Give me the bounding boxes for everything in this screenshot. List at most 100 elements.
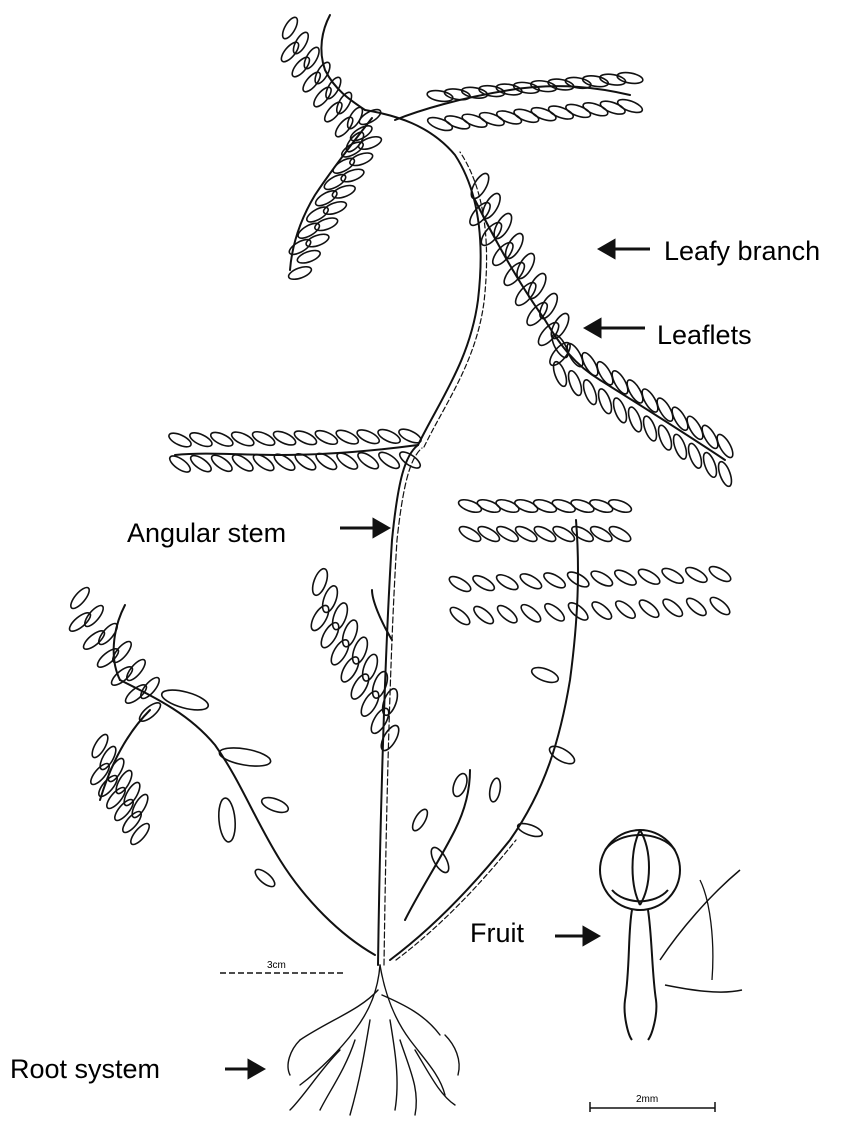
leaflet [707, 564, 733, 585]
leaflet [471, 604, 496, 627]
leaflet [397, 426, 423, 445]
leaflet [410, 807, 431, 833]
leaflet [683, 565, 709, 586]
leaflet [289, 55, 312, 80]
leaflet [330, 601, 351, 631]
leaflet [82, 603, 106, 629]
leaflet [589, 568, 615, 589]
leaflet [525, 271, 549, 301]
leaflet [280, 15, 301, 41]
leaflet [660, 596, 685, 619]
fruit-drawing [600, 830, 742, 1040]
leaflet [468, 171, 492, 201]
fruit-scale-label: 2mm [636, 1094, 658, 1105]
leaflet [708, 594, 733, 617]
leaflet [357, 134, 383, 152]
leaflet [551, 360, 569, 388]
leaflet [305, 232, 331, 250]
leaflet [335, 450, 360, 472]
main-stem [378, 445, 418, 965]
leaflet [188, 430, 214, 449]
leaflet [218, 745, 272, 770]
leaflet [599, 72, 626, 86]
leaflet [582, 74, 609, 88]
leaflet [444, 87, 471, 101]
leaflet [376, 449, 401, 471]
leaflet [502, 231, 526, 261]
leaflet [313, 428, 339, 447]
leaflet [89, 732, 111, 760]
roots [288, 965, 459, 1115]
leaflet [626, 406, 644, 434]
leaflet [128, 821, 152, 847]
leaflet [566, 369, 584, 397]
leaflet [566, 600, 591, 623]
leaflet [494, 572, 520, 593]
leaflet [138, 675, 162, 701]
leaflet [686, 442, 704, 470]
leaflet [340, 618, 361, 648]
leaflet [253, 866, 278, 889]
leaflet [426, 89, 453, 103]
leaflet [684, 595, 709, 618]
leaflet [167, 453, 192, 475]
leaflet [368, 706, 392, 736]
leaflet [716, 460, 734, 488]
leaflet [348, 671, 372, 701]
leaflet [318, 620, 342, 650]
leaflet [488, 777, 502, 802]
leaflets-cluster [67, 15, 736, 889]
leaflet [518, 571, 544, 592]
leaflet [542, 601, 567, 624]
leaflet [137, 700, 163, 724]
leaflet [589, 599, 614, 622]
upper-stem [365, 110, 481, 445]
leaflet [471, 573, 497, 594]
leaflet [370, 670, 391, 700]
leaflet [478, 219, 505, 248]
leaflet [278, 40, 301, 65]
leaflet [536, 291, 560, 321]
leaflet [378, 723, 402, 753]
leaflet [296, 248, 322, 266]
leaflet [334, 427, 360, 446]
leaflet [338, 654, 362, 684]
leaflet [217, 797, 237, 842]
leaflet [350, 635, 371, 665]
leaflet [547, 77, 574, 91]
leaflet [209, 430, 235, 449]
leaflet [636, 566, 662, 587]
leaflet [616, 97, 644, 115]
leaflet [96, 621, 120, 647]
leaflet [565, 76, 592, 90]
leaflet [333, 115, 356, 140]
leaflet [355, 427, 381, 446]
leaflet [300, 70, 323, 95]
leaflet [167, 430, 193, 449]
leaflet [519, 602, 544, 625]
leaflet [491, 211, 515, 241]
leaflet [611, 396, 629, 424]
leaflet [613, 598, 638, 621]
leaflet [322, 100, 345, 125]
leaflet [340, 167, 366, 185]
leaflet [272, 429, 298, 448]
leaflet [660, 565, 686, 586]
leaflet [311, 85, 334, 110]
leaflet [671, 433, 689, 461]
leaflet [547, 743, 577, 767]
leaflet [358, 689, 382, 719]
leaflet [322, 199, 348, 217]
leaflet [495, 603, 520, 626]
leaflet [292, 428, 318, 447]
leaflet [313, 215, 339, 233]
left-branch [120, 680, 375, 955]
leaflet [376, 427, 402, 446]
leaflet [188, 453, 213, 475]
leaflet [360, 653, 381, 683]
leaflet [355, 450, 380, 472]
leaflet [641, 415, 659, 443]
leaflet [542, 570, 568, 591]
